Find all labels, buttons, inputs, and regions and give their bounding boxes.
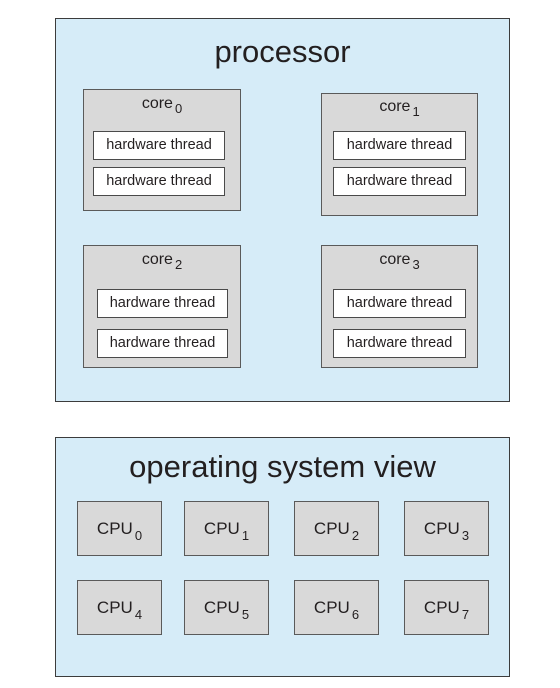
cpu-6-index: 6 — [351, 607, 360, 622]
core-0-hardware-thread-1: hardware thread — [93, 167, 225, 196]
cpu-7-index: 7 — [461, 607, 470, 622]
core-3-hardware-thread-1: hardware thread — [333, 329, 466, 358]
core-1-hardware-thread-0: hardware thread — [333, 131, 466, 160]
cpu-0-index: 0 — [134, 528, 143, 543]
core-1-index: 1 — [412, 104, 420, 119]
core-0-index: 0 — [174, 101, 183, 116]
cpu-2-index: 2 — [351, 528, 360, 543]
core-2-hardware-thread-0: hardware thread — [97, 289, 228, 318]
core-3-hardware-thread-0: hardware thread — [333, 289, 466, 318]
core-0-hardware-thread-0: hardware thread — [93, 131, 225, 160]
os-view-title: operating system view — [129, 449, 436, 484]
cpu-4-index: 4 — [134, 607, 143, 622]
processor-title: processor — [214, 34, 351, 69]
cpu-1-index: 1 — [241, 528, 250, 543]
core-2-index: 2 — [174, 257, 183, 272]
core-2-hardware-thread-1: hardware thread — [97, 329, 228, 358]
core-3-index: 3 — [412, 257, 420, 272]
core-1-hardware-thread-1: hardware thread — [333, 167, 466, 196]
cpu-5-index: 5 — [241, 607, 250, 622]
cpu-3-index: 3 — [461, 528, 470, 543]
